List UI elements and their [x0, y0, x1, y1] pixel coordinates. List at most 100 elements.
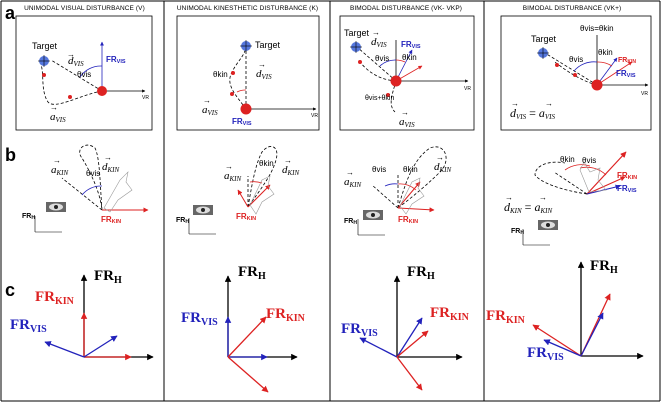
column-header-vk: BIMODAL DISTURBANCE (VK- VKP): [349, 5, 463, 12]
row-label-c: c: [5, 280, 16, 300]
vr-label: VR: [311, 113, 318, 119]
a-kin-label: aKIN: [344, 176, 362, 189]
fr-vis-label: FRVIS: [232, 117, 252, 127]
fr-kin-label: FRKIN: [35, 289, 75, 307]
svg-text:→: →: [511, 99, 519, 108]
svg-text:→: →: [67, 50, 75, 59]
panel-c-k: [224, 275, 298, 393]
target-label: Target: [531, 34, 557, 44]
a-vis-label: aVIS: [50, 111, 66, 124]
fr-kin-label: FRKIN: [266, 306, 306, 324]
svg-text:→: →: [505, 193, 513, 202]
svg-text:→: →: [203, 96, 211, 105]
a-kin-label: aKIN: [224, 170, 242, 183]
fr-kin-label: FRKIN: [398, 215, 418, 225]
theta-vis-label: θvis: [569, 55, 583, 64]
theta-kin-label: θkin: [402, 53, 417, 62]
fr-h-label: FRH: [590, 258, 618, 276]
fr-vis-label: FRVIS: [616, 69, 636, 79]
panel-b-vkplus-labels: dKIN = aKIN → → θkin θvis FRKIN FRVIS FR…: [504, 155, 637, 236]
row-label-a: a: [5, 3, 16, 23]
d-kin-label: dKIN: [434, 161, 452, 174]
panel-b-vk: [357, 146, 447, 236]
target-label: Target: [255, 40, 281, 50]
a-vis-label: aVIS: [202, 104, 218, 117]
panel-a-vk: [339, 15, 475, 131]
panel-c-vk-labels: FRH FRKIN FRVIS: [341, 264, 470, 339]
svg-text:→: →: [401, 108, 409, 117]
svg-text:→: →: [53, 156, 61, 165]
fr-kin-label: FRKIN: [430, 305, 470, 323]
equation-kin: dKIN = aKIN: [504, 200, 552, 215]
d-vis-label: dVIS: [68, 55, 84, 68]
theta-equality-label: θvis=θkin: [580, 24, 614, 33]
theta-kin-label: θkin: [598, 48, 613, 57]
theta-kin-label: θkin: [403, 165, 418, 174]
vr-label: VR: [641, 91, 648, 97]
svg-text:→: →: [225, 162, 233, 171]
fr-h-label: FRH: [238, 264, 266, 282]
svg-text:→: →: [545, 99, 553, 108]
fr-h-label: FRH: [344, 218, 357, 226]
a-kin-label: aKIN: [51, 164, 69, 177]
svg-text:→: →: [104, 153, 112, 162]
theta-label: θvis: [86, 169, 100, 178]
panel-c-v-labels: FRH FRKIN FRVIS: [10, 268, 122, 335]
panel-b-vkplus: [522, 151, 627, 246]
svg-text:→: →: [372, 28, 380, 37]
column-header-v: UNIMODAL VISUAL DISTURBANCE (V): [24, 5, 145, 12]
d-vis-label: dVIS: [256, 68, 272, 81]
d-vis-label: dVIS: [371, 36, 387, 49]
svg-text:→: →: [258, 60, 266, 69]
vr-label: VR: [464, 86, 471, 92]
fr-vis-label: FRVIS: [617, 184, 637, 194]
equation-vis: dVIS = aVIS: [510, 106, 555, 121]
fr-vis-label: FRVIS: [10, 317, 47, 335]
panel-b-k-labels: aKIN → dKIN → θkin FRKIN FRH: [176, 156, 300, 225]
fr-vis-label: FRVIS: [341, 321, 378, 339]
d-kin-label: dKIN: [102, 161, 120, 174]
fr-kin-label: FRKIN: [101, 215, 121, 225]
row-label-b: b: [5, 145, 16, 165]
panel-b-v-labels: aKIN → dKIN → θvis FRKIN FRH: [22, 153, 121, 225]
fr-h-label: FRH: [407, 264, 435, 282]
fr-h-label: FRH: [94, 268, 122, 286]
theta-kin-label: θkin: [560, 155, 575, 164]
panel-a-k: [176, 15, 320, 131]
fr-vis-label: FRVIS: [106, 55, 126, 65]
panel-c-k-labels: FRH FRKIN FRVIS: [181, 264, 306, 328]
svg-text:→: →: [539, 193, 547, 202]
fr-h-label: FRH: [511, 228, 524, 236]
d-kin-label: dKIN: [282, 164, 300, 177]
svg-text:→: →: [436, 153, 444, 162]
theta-vis-label: θvis: [372, 165, 386, 174]
a-vis-label: aVIS: [399, 116, 415, 129]
panel-c-v: [44, 274, 154, 361]
panel-b-k: [188, 146, 278, 235]
target-label: Target: [32, 41, 58, 51]
fr-vis-label: FRVIS: [181, 310, 218, 328]
fr-h-label: FRH: [22, 213, 35, 221]
column-header-vkplus: BIMODAL DISTURBANCE (VK+): [522, 5, 622, 12]
svg-text:→: →: [50, 103, 58, 112]
theta-sum-label: θvis+θkin: [365, 95, 394, 102]
panel-a-vk-labels: Target dVIS → aVIS → θvis θkin θvis+θkin…: [344, 28, 471, 129]
theta-label: θkin: [259, 159, 274, 168]
svg-text:→: →: [346, 168, 354, 177]
vr-label: VR: [142, 95, 149, 101]
fr-kin-label: FRKIN: [236, 212, 256, 222]
panel-c-vkplus: [532, 261, 644, 360]
fr-kin-label: FRKIN: [618, 57, 636, 65]
theta-kin-label: θkin: [213, 70, 228, 79]
column-header-k: UNIMODAL KINESTHETIC DISTURBANCE (K): [176, 5, 319, 12]
panel-a-v: [15, 15, 153, 131]
theta-vis-label: θvis: [375, 54, 389, 63]
fr-vis-label: FRVIS: [527, 345, 564, 363]
panel-b-v: [34, 144, 149, 233]
panel-c-vk: [359, 275, 463, 391]
theta-vis-label: θvis: [582, 156, 596, 165]
fr-kin-label: FRKIN: [486, 308, 526, 326]
panel-c-vkplus-labels: FRH FRKIN FRVIS: [486, 258, 618, 363]
